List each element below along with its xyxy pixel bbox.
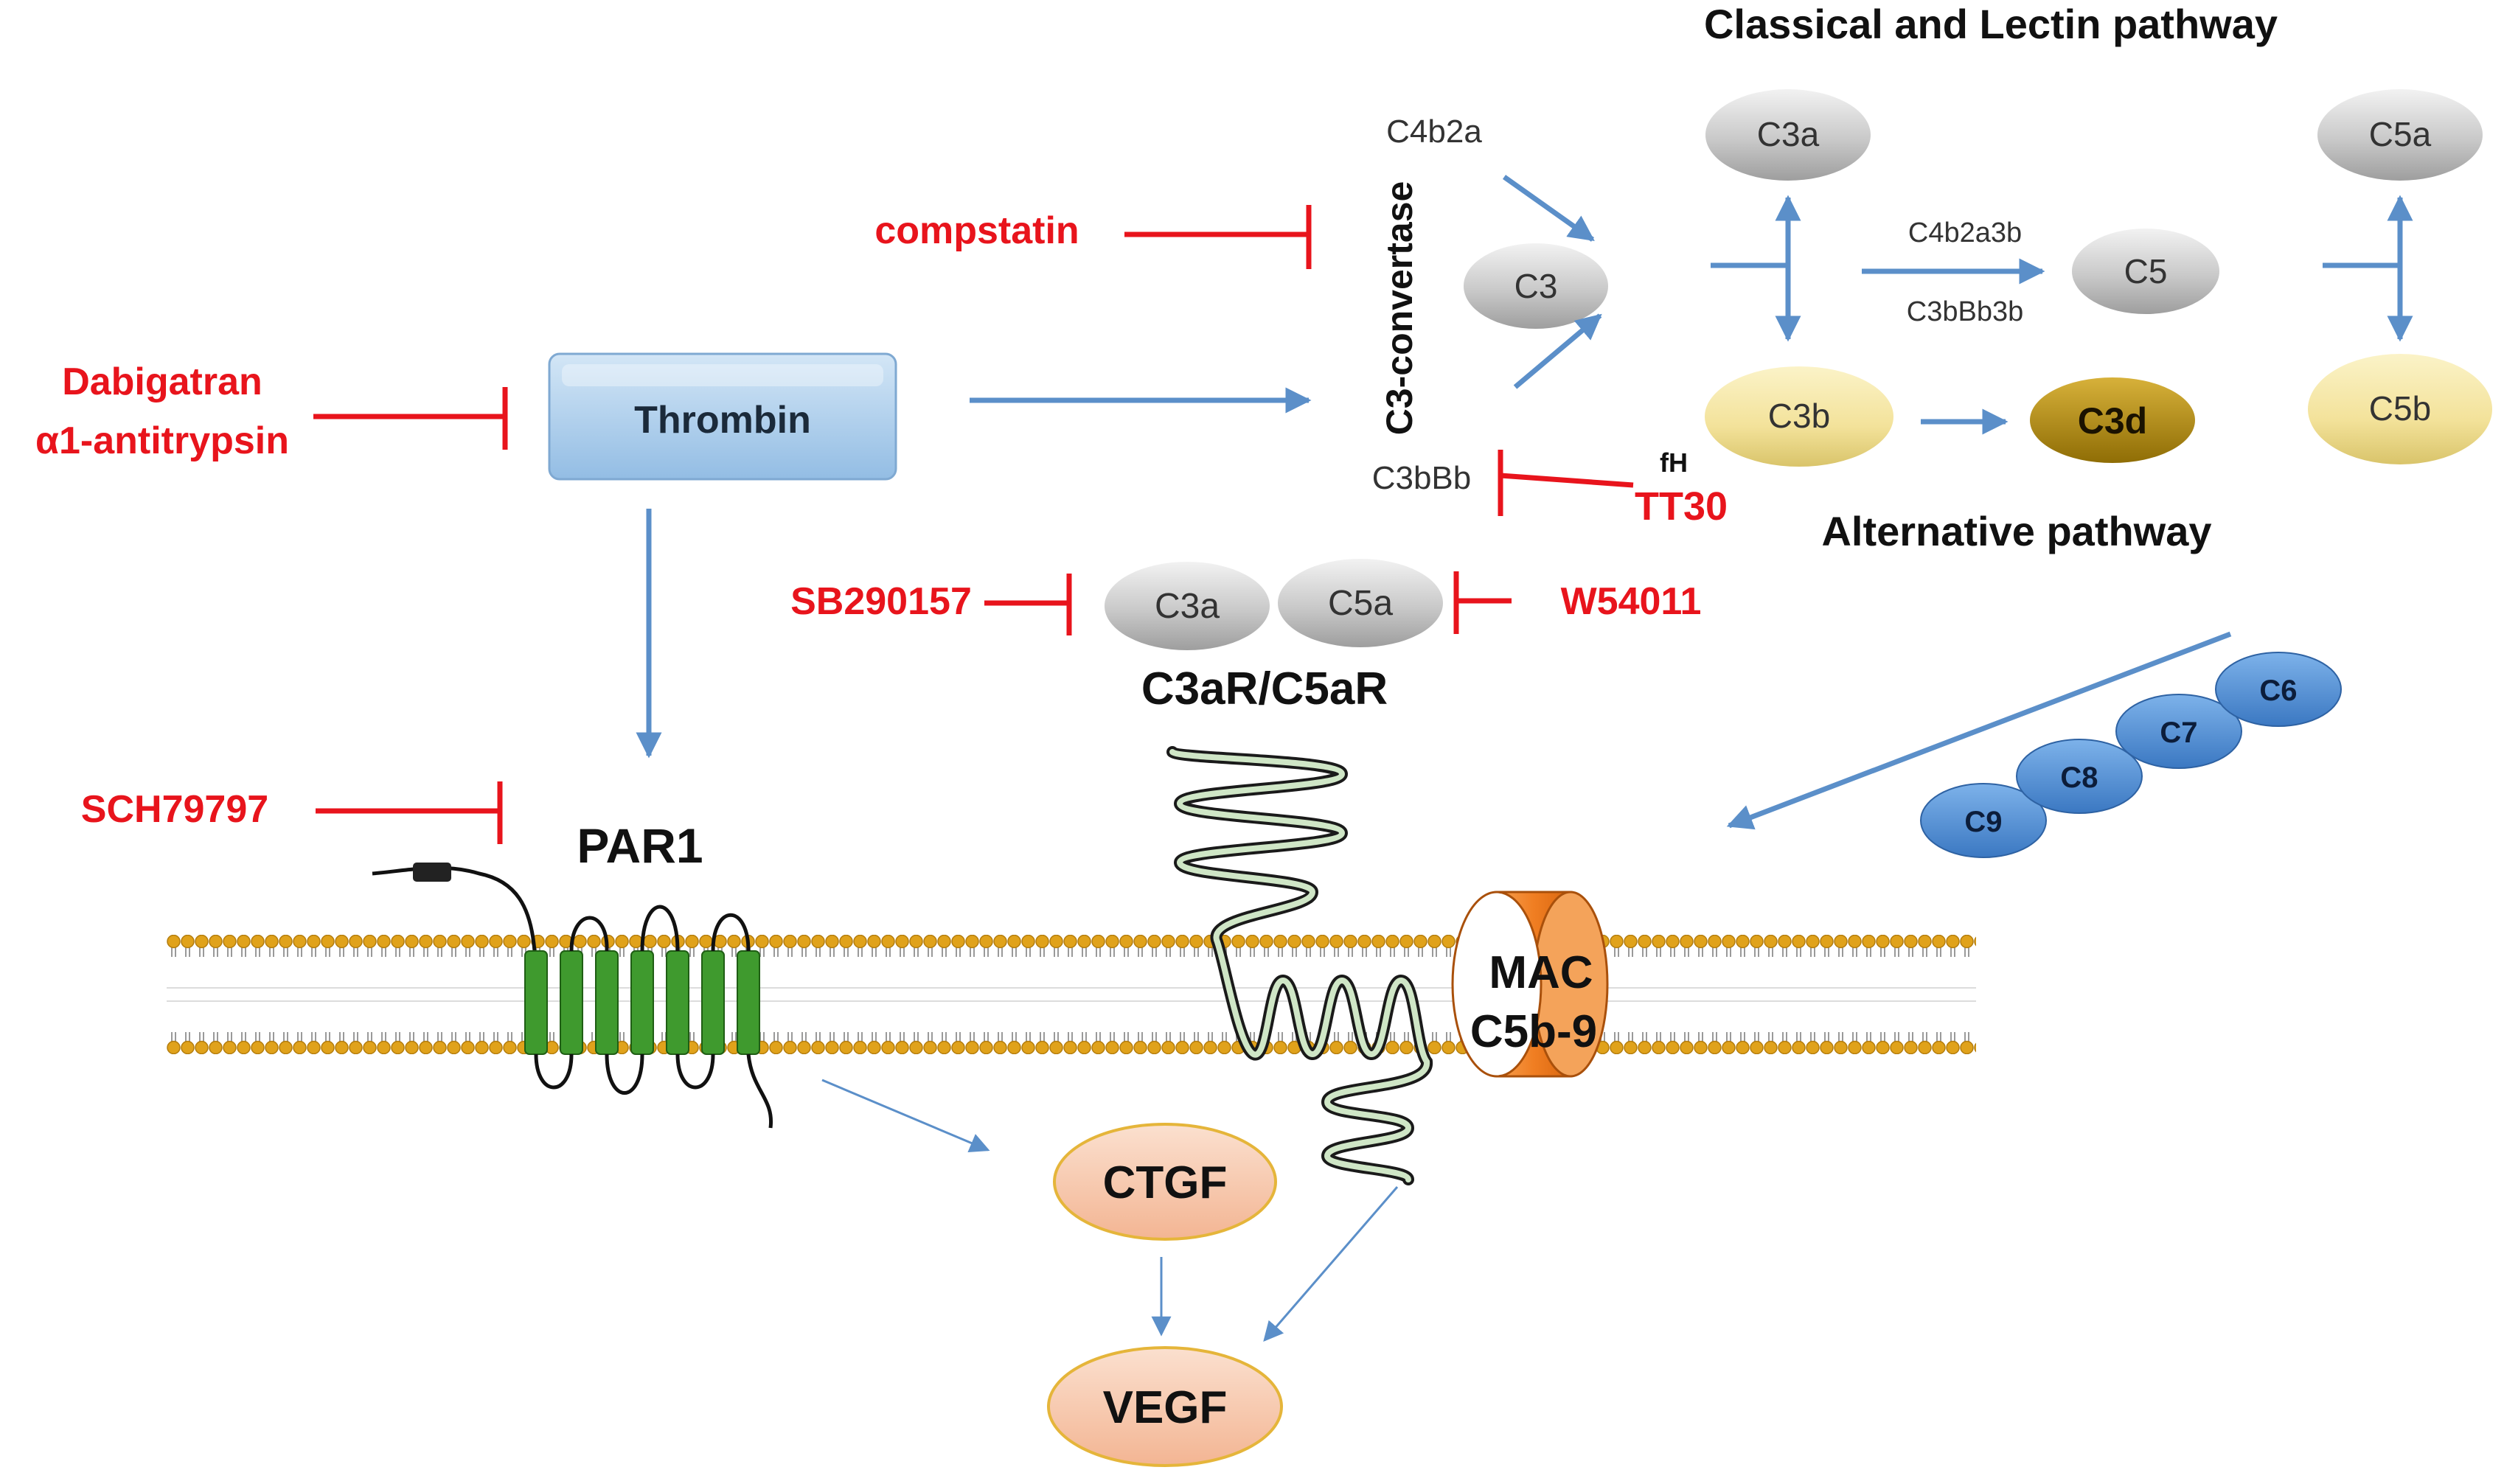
receptor-c3a-label: C3a bbox=[1155, 587, 1220, 626]
c5a-top-node: C5a bbox=[2317, 89, 2483, 181]
ctgf-node: CTGF bbox=[1053, 1123, 1277, 1241]
c3-label: C3 bbox=[1514, 267, 1558, 305]
c5b-node: C5b bbox=[2308, 354, 2492, 464]
inhibition-bar-par1 bbox=[316, 781, 503, 844]
fh-label: fH bbox=[1660, 447, 1688, 478]
c5-node: C5 bbox=[2072, 229, 2219, 314]
c3-node: C3 bbox=[1464, 243, 1608, 329]
arrow-terminal-to-mac bbox=[1726, 631, 2232, 830]
c8-label: C8 bbox=[2060, 762, 2098, 794]
inhibitor-dabigatran: Dabigatran bbox=[62, 360, 262, 403]
arrow-par1-to-ctgf bbox=[821, 1079, 990, 1152]
par1-receptor bbox=[372, 863, 773, 1129]
arrow-c4b2a-to-c3 bbox=[1502, 175, 1595, 242]
c4b2a3b-label: C4b2a3b bbox=[1908, 217, 2022, 248]
arrow-c3bbb-to-c3 bbox=[1513, 313, 1602, 389]
inhibitor-tt30: TT30 bbox=[1635, 484, 1728, 529]
ctgf-label: CTGF bbox=[1103, 1157, 1228, 1208]
heading-classical-lectin: Classical and Lectin pathway bbox=[1704, 1, 2278, 47]
inhibitor-a1-antitrypsin: α1-antitrypsin bbox=[35, 419, 289, 462]
inhibition-bar-tt30 bbox=[1498, 450, 1634, 516]
receptor-c5a-node: C5a bbox=[1278, 559, 1443, 647]
receptor-c5a-label: C5a bbox=[1328, 584, 1393, 623]
inhibition-bar-w54011 bbox=[1453, 571, 1512, 634]
c5a-top-label: C5a bbox=[2369, 115, 2432, 153]
c4b2a-label: C4b2a bbox=[1386, 114, 1482, 150]
c6-label: C6 bbox=[2259, 675, 2297, 707]
c7-node: C7 bbox=[2115, 694, 2242, 769]
c3a-top-node: C3a bbox=[1705, 89, 1871, 181]
c3b-node: C3b bbox=[1705, 366, 1893, 467]
thrombin-node: Thrombin bbox=[548, 352, 897, 481]
vegf-node: VEGF bbox=[1047, 1346, 1283, 1467]
c3a-top-label: C3a bbox=[1757, 115, 1820, 153]
c3b-label: C3b bbox=[1768, 397, 1830, 435]
vegf-label: VEGF bbox=[1103, 1382, 1228, 1433]
mac-label-line2: C5b-9 bbox=[1470, 1006, 1597, 1057]
inhibitor-sb290157: SB290157 bbox=[790, 580, 972, 623]
c5-label: C5 bbox=[2124, 252, 2168, 290]
c7-label: C7 bbox=[2160, 717, 2197, 749]
mac-label-line1: MAC bbox=[1489, 947, 1593, 998]
mac-pore: MAC C5b-9 bbox=[1451, 891, 1609, 1078]
receptor-label: C3aR/C5aR bbox=[1141, 663, 1388, 714]
c3ar-c5ar-receptor bbox=[1166, 746, 1433, 1185]
c3d-label: C3d bbox=[2078, 400, 2147, 442]
c3bbb3b-label: C3bBb3b bbox=[1907, 296, 2023, 327]
c3-convertase-label: C3-convertase bbox=[1379, 181, 1420, 436]
c6-node: C6 bbox=[2215, 652, 2342, 727]
thrombin-label: Thrombin bbox=[634, 399, 811, 442]
inhibition-bar-sb290157 bbox=[984, 574, 1072, 635]
inhibition-bar-compstatin bbox=[1124, 205, 1312, 269]
inhibition-bar-thrombin bbox=[313, 387, 508, 450]
inhibitor-sch79797: SCH79797 bbox=[81, 788, 268, 831]
arrow-receptor-to-vegf bbox=[1263, 1186, 1399, 1342]
c3bbb-label: C3bBb bbox=[1372, 460, 1472, 496]
heading-alternative: Alternative pathway bbox=[1821, 508, 2211, 554]
c9-node: C9 bbox=[1920, 783, 2047, 858]
c9-label: C9 bbox=[1964, 806, 2002, 838]
inhibitor-w54011: W54011 bbox=[1561, 580, 1702, 623]
inhibitor-compstatin: compstatin bbox=[874, 209, 1079, 252]
receptor-c3a-node: C3a bbox=[1105, 562, 1270, 650]
cell-membrane bbox=[167, 935, 1976, 1054]
c8-node: C8 bbox=[2016, 739, 2143, 814]
c3d-node: C3d bbox=[2030, 377, 2195, 463]
c5b-label: C5b bbox=[2369, 389, 2431, 428]
par1-label: PAR1 bbox=[577, 818, 703, 873]
